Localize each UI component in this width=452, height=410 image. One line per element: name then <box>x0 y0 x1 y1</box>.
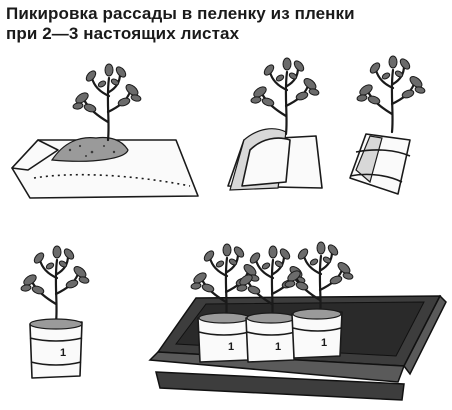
pot-label: 1 <box>228 341 234 353</box>
pot-label: 1 <box>60 347 66 359</box>
diagram-title-line-1: Пикировка рассады в пеленку из пленки <box>6 4 355 23</box>
step-3-rolled-film <box>349 54 427 195</box>
step-1-film-with-soil <box>11 62 199 199</box>
pot-label: 1 <box>275 341 281 353</box>
diagram-title-line-2: при 2—3 настоящих листах <box>6 24 240 43</box>
step-2-folding-film <box>227 56 323 191</box>
pot-label: 1 <box>321 337 327 349</box>
step-5-tray-with-pots: 1 1 1 <box>148 240 447 401</box>
step-4-single-pot: 1 <box>19 244 91 379</box>
